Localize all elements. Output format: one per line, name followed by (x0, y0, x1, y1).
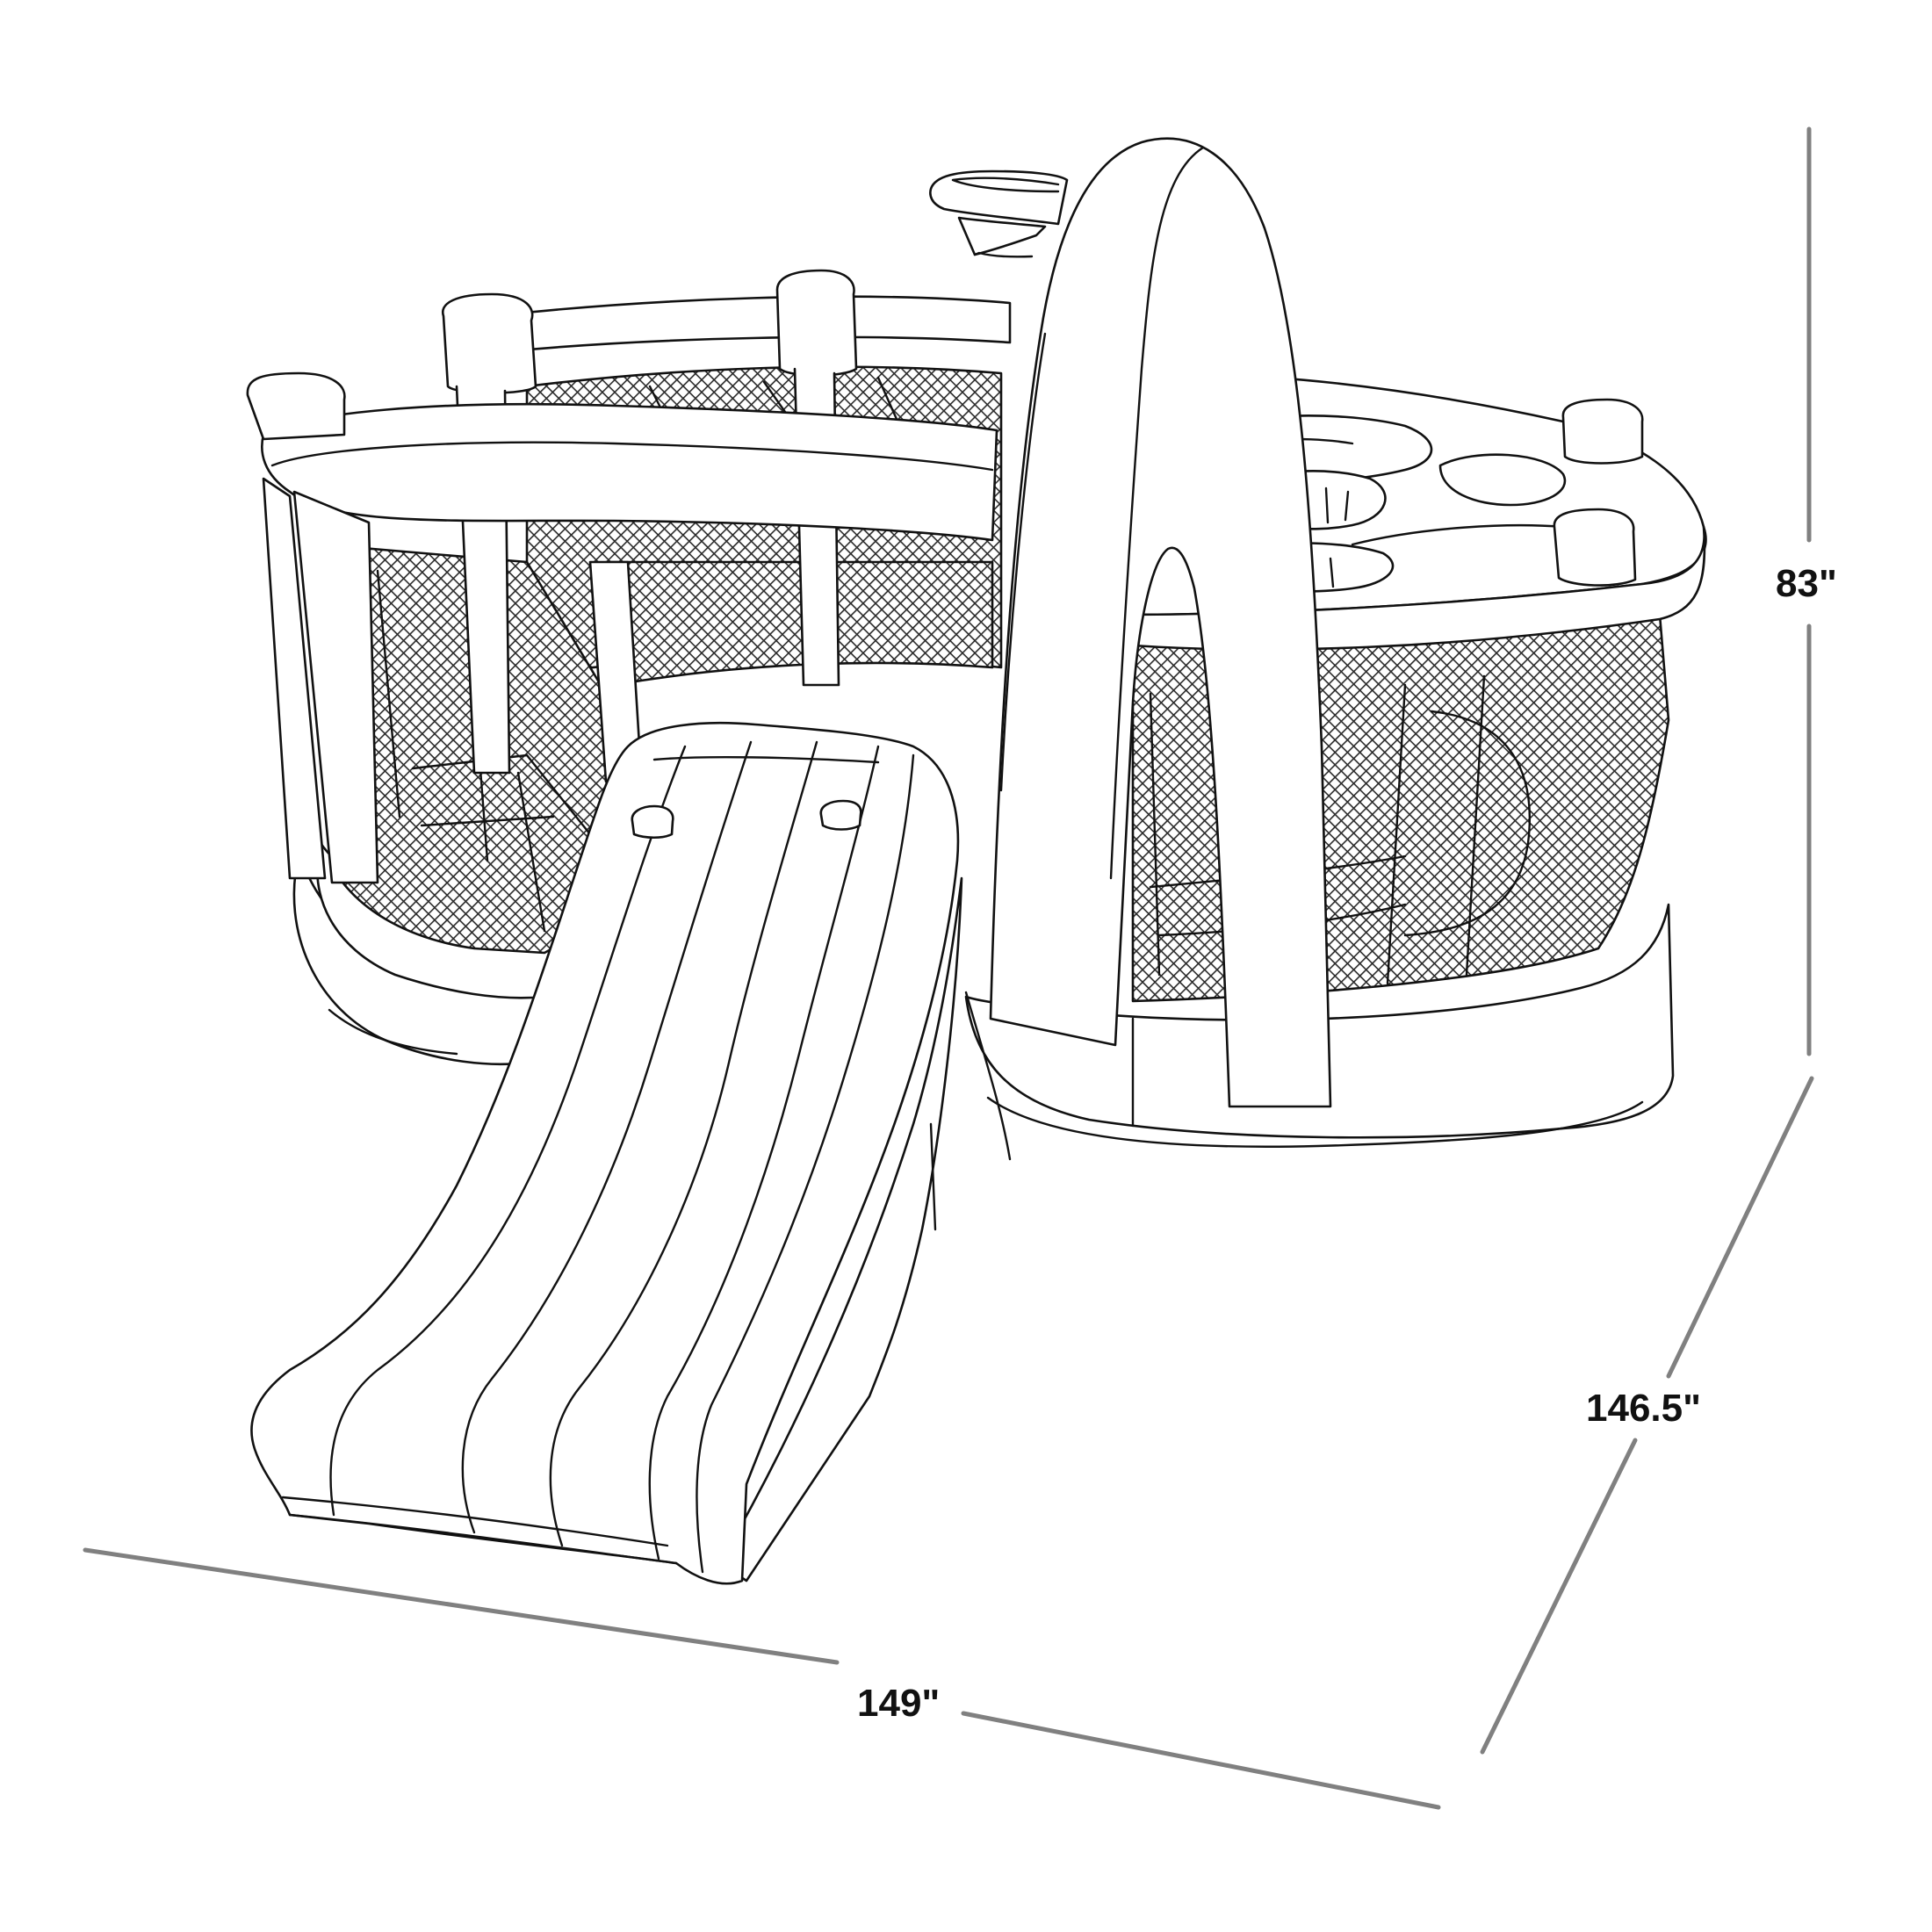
width-dimension-label: 149" (857, 1682, 941, 1725)
depth-dimension-line-top (1666, 1076, 1814, 1379)
dimension-lines (83, 126, 1814, 1810)
width-dimension-line-right (961, 1711, 1441, 1810)
width-dimension-line-left (83, 1547, 840, 1665)
arch (989, 137, 1332, 1108)
height-dimension-label: 83" (1776, 562, 1837, 605)
left-enclosure (246, 269, 1012, 1066)
depth-dimension-label: 146.5" (1586, 1387, 1701, 1430)
slide (250, 721, 1012, 1585)
basketball-hoop (929, 169, 1069, 258)
depth-dimension-line-bottom (1480, 1438, 1638, 1755)
